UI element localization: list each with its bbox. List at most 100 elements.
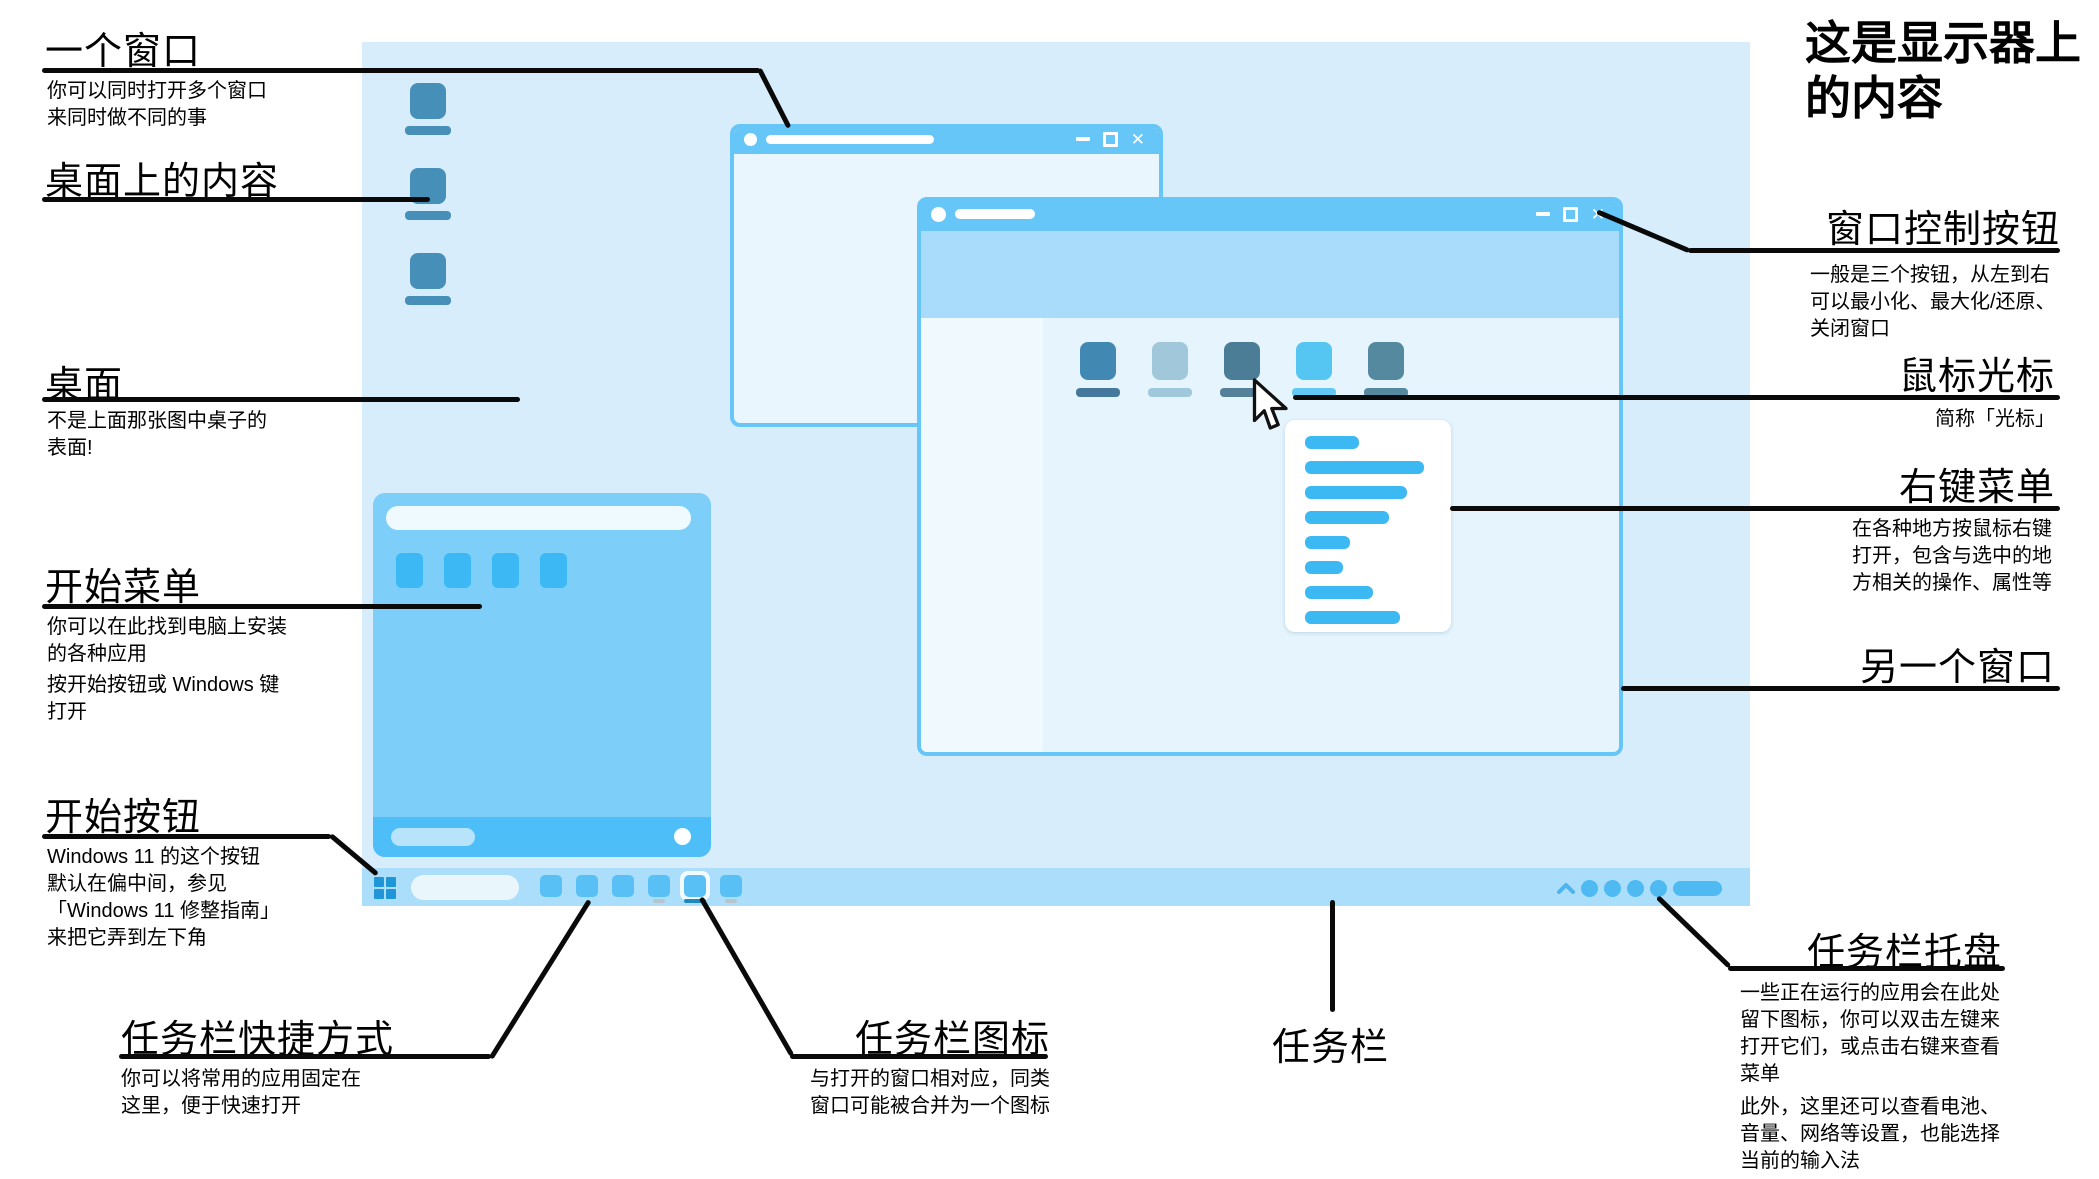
file-icon-label bbox=[1292, 388, 1336, 397]
callout-line-taskbar bbox=[1330, 900, 1335, 1012]
window-titlebar[interactable]: ✕ bbox=[921, 201, 1619, 231]
label-desktop-desc: 不是上面那张图中桌子的 表面! bbox=[47, 410, 267, 459]
callout-line-taskbar-icons bbox=[790, 1054, 1048, 1059]
callout-line-desktop bbox=[42, 397, 520, 402]
label-context-menu-desc: 在各种地方按鼠标右键 打开，包含与选中的地 方相关的操作、属性等 bbox=[1852, 518, 2052, 594]
tray-status-icon[interactable] bbox=[1581, 880, 1598, 897]
app-icon-glyph bbox=[684, 875, 706, 897]
context-menu-item[interactable] bbox=[1305, 536, 1350, 549]
window-header-band bbox=[921, 231, 1619, 318]
app-icon-glyph bbox=[612, 875, 634, 897]
user-name-pill bbox=[391, 828, 475, 846]
desktop-icon[interactable] bbox=[405, 83, 451, 135]
file-icon-label bbox=[405, 296, 451, 305]
taskbar bbox=[362, 868, 1750, 906]
callout-line-context-menu bbox=[1450, 506, 2060, 511]
context-menu-item[interactable] bbox=[1305, 511, 1389, 524]
callout-line-start-button bbox=[42, 834, 331, 839]
file-icon[interactable] bbox=[1148, 342, 1192, 397]
file-icon[interactable] bbox=[1076, 342, 1120, 397]
file-icon-glyph bbox=[1152, 342, 1188, 380]
taskbar-app-icon[interactable] bbox=[576, 875, 598, 897]
maximize-button[interactable] bbox=[1562, 206, 1578, 222]
mouse-cursor-icon bbox=[1252, 378, 1288, 430]
tray-chevron-up-icon[interactable] bbox=[1557, 882, 1575, 895]
label-desktop-items-title: 桌面上的内容 bbox=[45, 161, 280, 203]
label-context-menu-title: 右键菜单 bbox=[1898, 467, 2055, 509]
window-controls: ✕ bbox=[1075, 129, 1145, 149]
label-taskbar-title: 任务栏 bbox=[1272, 1027, 1390, 1069]
file-icon-glyph bbox=[1368, 342, 1404, 380]
label-window1-title: 一个窗口 bbox=[45, 31, 202, 73]
maximize-button[interactable] bbox=[1102, 131, 1118, 147]
start-button[interactable] bbox=[374, 877, 397, 900]
window-controls: ✕ bbox=[1535, 206, 1605, 223]
taskbar-app-icon[interactable] bbox=[540, 875, 562, 897]
window-titlebar[interactable]: ✕ bbox=[734, 128, 1159, 154]
context-menu-item[interactable] bbox=[1305, 586, 1373, 599]
window-sidebar bbox=[921, 318, 1043, 752]
windows-logo-icon bbox=[386, 877, 396, 887]
callout-line-window1 bbox=[42, 68, 760, 73]
file-icon[interactable] bbox=[1364, 342, 1408, 397]
callout-line-taskbar-shortcuts bbox=[119, 1054, 491, 1059]
context-menu-item[interactable] bbox=[1305, 611, 1400, 624]
file-icon-glyph bbox=[1080, 342, 1116, 380]
context-menu-item[interactable] bbox=[1305, 486, 1407, 499]
tray-status-icons bbox=[1581, 880, 1667, 897]
start-menu-tiles bbox=[396, 553, 567, 588]
label-window1-desc: 你可以同时打开多个窗口 来同时做不同的事 bbox=[47, 80, 267, 129]
context-menu-item[interactable] bbox=[1305, 461, 1424, 474]
window-title-placeholder bbox=[766, 134, 934, 144]
file-icon-label bbox=[1148, 388, 1192, 397]
desktop-icon[interactable] bbox=[405, 253, 451, 305]
taskbar-app-icon[interactable] bbox=[720, 875, 742, 903]
label-start-menu-title: 开始菜单 bbox=[45, 567, 202, 609]
taskbar-app-icons bbox=[540, 871, 742, 903]
app-icon bbox=[931, 206, 946, 222]
callout-line-mouse-cursor bbox=[1293, 395, 2060, 400]
start-menu bbox=[373, 493, 711, 857]
tray-status-icon[interactable] bbox=[1627, 880, 1644, 897]
label-start-button-desc: Windows 11 的这个按钮 默认在偏中间，参见 「Windows 11 修… bbox=[47, 846, 281, 949]
taskbar-tray bbox=[1557, 876, 1722, 901]
app-icon-glyph bbox=[648, 875, 670, 897]
label-tray-desc2: 此外，这里还可以查看电池、 音量、网络等设置，也能选择 当前的输入法 bbox=[1740, 1096, 2000, 1172]
taskbar-app-icon[interactable] bbox=[648, 875, 670, 903]
label-window-controls-title: 窗口控制按钮 bbox=[1825, 209, 2060, 251]
file-icon-glyph bbox=[410, 253, 446, 289]
desktop-icon[interactable] bbox=[405, 168, 451, 220]
label-start-menu-desc1: 你可以在此找到电脑上安装 的各种应用 bbox=[47, 616, 287, 665]
tray-clock-pill[interactable] bbox=[1673, 881, 1722, 896]
context-menu bbox=[1285, 420, 1451, 632]
start-menu-app-tile[interactable] bbox=[444, 553, 471, 588]
close-button[interactable]: ✕ bbox=[1130, 129, 1145, 149]
tray-status-icon[interactable] bbox=[1604, 880, 1621, 897]
file-icon-glyph bbox=[1224, 342, 1260, 380]
start-menu-search-pill[interactable] bbox=[386, 506, 691, 530]
label-window2-title: 另一个窗口 bbox=[1859, 647, 2055, 689]
power-button[interactable] bbox=[674, 828, 691, 845]
file-icon-label bbox=[1076, 388, 1120, 397]
start-menu-app-tile[interactable] bbox=[540, 553, 567, 588]
minimize-button[interactable] bbox=[1075, 137, 1090, 141]
minimize-button[interactable] bbox=[1535, 212, 1550, 216]
start-menu-app-tile[interactable] bbox=[396, 553, 423, 588]
context-menu-item[interactable] bbox=[1305, 561, 1343, 574]
taskbar-search-pill[interactable] bbox=[411, 875, 519, 900]
window-front[interactable]: ✕ bbox=[917, 197, 1623, 756]
context-menu-items bbox=[1305, 436, 1451, 624]
taskbar-app-icon[interactable] bbox=[612, 875, 634, 897]
context-menu-item[interactable] bbox=[1305, 436, 1359, 449]
label-mouse-cursor-desc: 简称「光标」 bbox=[1935, 408, 2055, 430]
taskbar-app-icon[interactable] bbox=[680, 871, 710, 903]
file-icon-glyph bbox=[410, 83, 446, 119]
file-icon[interactable] bbox=[1292, 342, 1336, 397]
app-icon-glyph bbox=[540, 875, 562, 897]
callout-line-tray bbox=[1728, 966, 2005, 971]
tray-status-icon[interactable] bbox=[1650, 880, 1667, 897]
start-menu-app-tile[interactable] bbox=[492, 553, 519, 588]
windows-logo-icon bbox=[374, 877, 384, 887]
file-icon[interactable] bbox=[1220, 342, 1264, 397]
